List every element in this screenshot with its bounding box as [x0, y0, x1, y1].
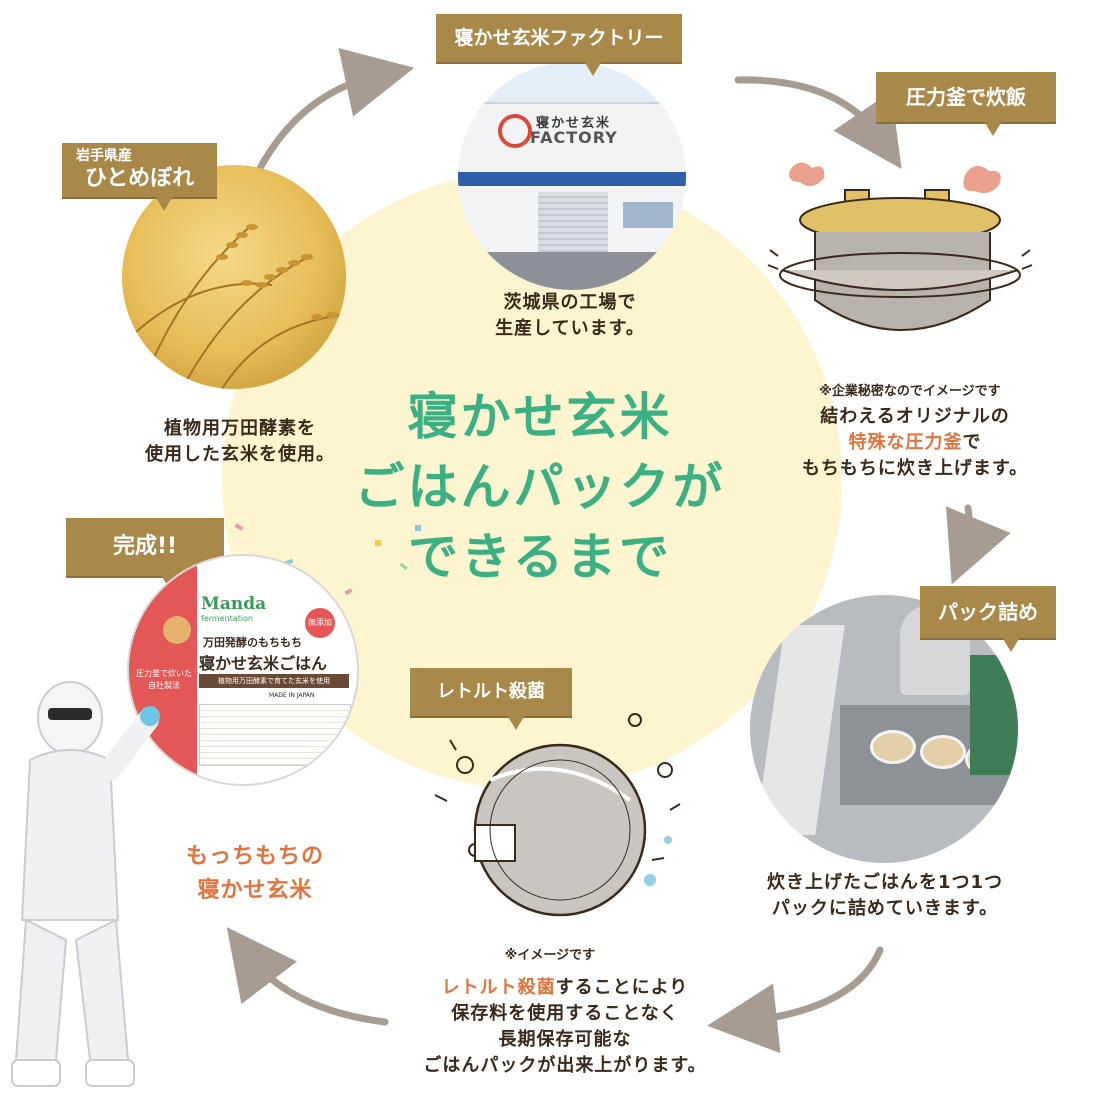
- product-name-line2: 寝かせ玄米ごはん: [199, 654, 328, 673]
- caption-retort-line1-suffix: することにより: [555, 977, 689, 998]
- factory-shutter: [538, 192, 608, 262]
- page-title: 寝かせ玄米 ごはんパックが できるまで: [355, 382, 723, 592]
- caption-pressure-highlight: 特殊な圧力釜: [848, 432, 963, 453]
- caption-pack-line2: パックに詰めていきます。: [771, 898, 999, 919]
- caption-pressure: 結わえるオリジナルの 特殊な圧力釜で もちもちに炊き上げます。: [770, 404, 1060, 482]
- arrow-factory-to-pressure: [734, 76, 902, 169]
- caption-retort: レトルト殺菌することにより 保存料を使用することなく 長期保存可能な ごはんパッ…: [395, 975, 735, 1079]
- caption-retort-line4: ごはんパックが出来上がります。: [423, 1055, 707, 1076]
- caption-factory-line1: 茨城県の工場で: [503, 292, 637, 313]
- caption-complete-line1: もっちもちの: [185, 844, 324, 869]
- retort-illustration: [434, 713, 681, 917]
- rice-stalks-illustration: [122, 224, 343, 389]
- title-line3: できるまで: [408, 528, 672, 586]
- title-line1: 寝かせ玄米: [407, 388, 673, 446]
- caption-retort-line2: 保存料を使用することなく: [451, 1003, 679, 1024]
- tag-rice-line1: 岩手県産: [76, 148, 132, 164]
- caption-pressure-line2: 特殊な圧力釜で: [770, 430, 1060, 456]
- caption-retort-line1: レトルト殺菌することにより: [395, 975, 735, 1001]
- title-line2: ごはんパックが: [354, 458, 726, 516]
- caption-rice-line2: 使用した玄米を使用。: [145, 444, 335, 465]
- caption-pressure-line3: もちもちに炊き上げます。: [801, 458, 1029, 479]
- factory-blue-stripe: [458, 172, 686, 186]
- factory-sign-icon: [498, 114, 532, 148]
- note-retort: ※イメージです: [504, 948, 596, 963]
- product-name-line1: 万田発酵のもちもち: [203, 636, 302, 649]
- factory-sign-text-2: FACTORY: [530, 128, 618, 147]
- factory-ground: [458, 252, 686, 290]
- arrow-pressure-to-pack: [945, 504, 1011, 585]
- pressure-cooker-illustration: [767, 162, 1033, 331]
- arrow-rice-to-factory: [254, 48, 415, 176]
- product-made: MADE IN JAPAN: [269, 692, 315, 699]
- tag-pressure: 圧力釜で炊飯: [876, 72, 1056, 136]
- factory-photo: 寝かせ玄米 FACTORY: [458, 62, 686, 290]
- caption-rice: 植物用万田酵素を 使用した玄米を使用。: [110, 416, 370, 468]
- pack-green-panel: [970, 655, 1018, 775]
- tag-pack: パック詰め: [920, 586, 1056, 652]
- product-sub: 植物用万田酵素で育てた玄米を使用: [199, 674, 349, 688]
- arrow-pack-to-retort: [707, 946, 884, 1054]
- tag-rice: 岩手県産 ひとめぼれ: [62, 143, 217, 211]
- caption-retort-highlight: レトルト殺菌: [441, 977, 556, 998]
- confetti-decoration: [234, 523, 421, 596]
- product-label-table: [199, 704, 351, 766]
- pack-tray-1: [870, 730, 916, 764]
- product-brand-sub: fermentation: [201, 614, 254, 623]
- tag-retort: レトルト殺菌: [410, 668, 572, 730]
- tag-factory: 寝かせ玄米ファクトリー: [436, 14, 682, 76]
- product-side-text-2: 自社製法: [148, 681, 180, 690]
- caption-pack: 炊き上げたごはんを1つ1つ パックに詰めていきます。: [735, 870, 1035, 922]
- product-badge: 無添加: [305, 608, 335, 638]
- caption-complete-line2: 寝かせ玄米: [197, 878, 313, 903]
- caption-rice-line1: 植物用万田酵素を: [164, 418, 316, 439]
- factory-windows: [623, 202, 673, 228]
- arrow-retort-to-complete: [226, 927, 389, 1026]
- caption-pressure-line2-suffix: で: [962, 432, 982, 453]
- caption-factory: 茨城県の工場で 生産しています。: [450, 290, 690, 342]
- tag-rice-line2: ひとめぼれ: [84, 166, 195, 191]
- product-side-text: 圧力釜で炊いた: [136, 669, 192, 678]
- caption-complete: もっちもちの 寝かせ玄米: [165, 840, 345, 908]
- product-brand: Manda: [201, 594, 267, 614]
- worker-figure: [11, 681, 160, 1087]
- caption-pressure-line1: 結わえるオリジナルの: [820, 406, 1010, 427]
- caption-pack-line1: 炊き上げたごはんを1つ1つ: [766, 872, 1004, 893]
- product-pack: 圧力釜で炊いた 自社製法 Manda fermentation 無添加 万田発酵…: [127, 554, 359, 786]
- pack-tray-2: [920, 735, 966, 769]
- caption-factory-line2: 生産しています。: [495, 318, 645, 339]
- pack-photo: [750, 595, 1018, 863]
- caption-retort-line3: 長期保存可能な: [498, 1029, 632, 1050]
- note-pressure: ※企業秘密なのでイメージです: [819, 384, 1001, 399]
- factory-sign-text-1: 寝かせ玄米: [536, 116, 612, 131]
- product-rice-bowl-icon: [163, 616, 191, 644]
